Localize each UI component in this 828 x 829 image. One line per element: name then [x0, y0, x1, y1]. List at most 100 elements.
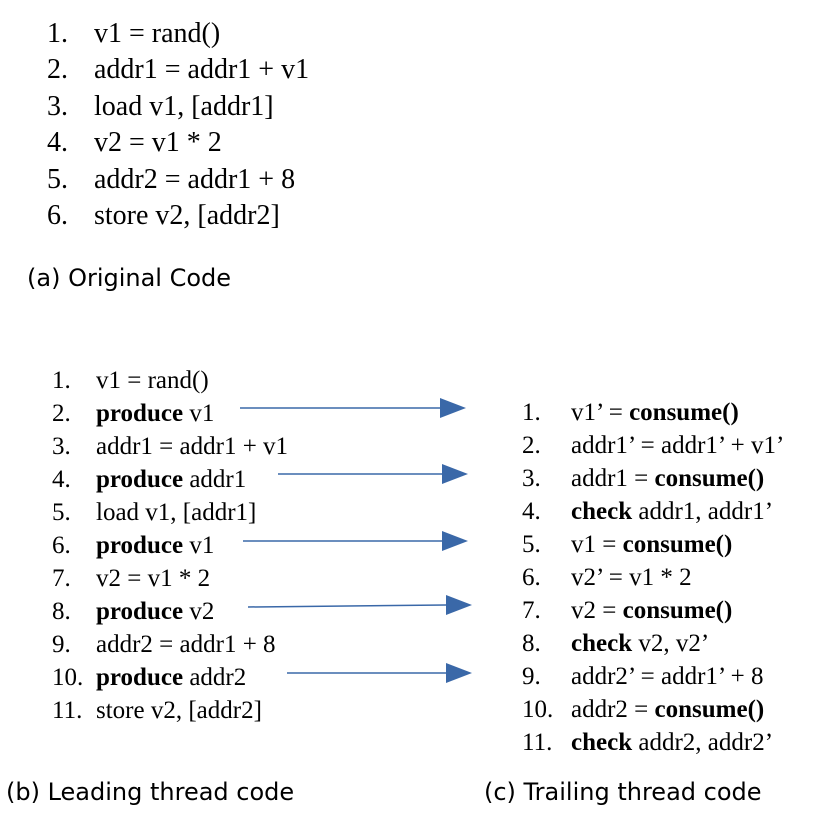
code-text: v1 = rand() [96, 367, 209, 394]
original-line: 2. addr1 = addr1 + v1 [47, 56, 309, 84]
arrow-produce-addr1 [278, 464, 468, 484]
code-text: v1 = rand() [94, 18, 221, 49]
trailing-line: 2. addr1’ = addr1’ + v1’ [522, 433, 784, 458]
produce-keyword: produce [96, 598, 184, 625]
code-text: addr2 [183, 664, 247, 691]
code-text: store v2, [addr2] [96, 697, 262, 724]
line-number: 5. [52, 499, 71, 526]
line-number: 7. [52, 565, 71, 592]
code-text: store v2, [addr2] [94, 200, 280, 231]
line-number: 5. [522, 531, 541, 558]
check-keyword: check [571, 630, 633, 657]
line-number: 4. [47, 127, 68, 158]
line-number: 6. [47, 200, 68, 231]
produce-keyword: produce [96, 466, 184, 493]
original-line: 1. v1 = rand() [47, 20, 220, 48]
code-text: addr2 = [571, 696, 655, 723]
code-text: addr2, addr2’ [632, 729, 774, 756]
line-number: 10. [52, 664, 84, 691]
line-number: 1. [47, 18, 68, 49]
check-keyword: check [571, 729, 633, 756]
line-number: 8. [522, 630, 541, 657]
leading-line: 7. v2 = v1 * 2 [52, 566, 210, 591]
produce-keyword: produce [96, 532, 184, 559]
line-number: 3. [47, 91, 68, 122]
consume-keyword: consume() [654, 465, 765, 492]
leading-line: 9.addr2 = addr1 + 8 [52, 632, 276, 657]
line-number: 3. [522, 465, 541, 492]
leading-line: 1. v1 = rand() [52, 368, 209, 393]
arrow-produce-v1-2 [243, 531, 468, 551]
original-code-caption: (a) Original Code [27, 264, 232, 292]
line-number: 9. [52, 631, 71, 658]
code-text: load v1, [addr1] [96, 499, 257, 526]
code-text: addr1 = addr1 + v1 [94, 54, 310, 85]
original-line: 3. load v1, [addr1] [47, 93, 274, 121]
line-number: 6. [52, 532, 71, 559]
leading-line: 5. load v1, [addr1] [52, 500, 256, 525]
code-text: v2, v2’ [632, 630, 710, 657]
consume-keyword: consume() [654, 696, 765, 723]
trailing-line: 8. check v2, v2’ [522, 631, 709, 656]
arrow-produce-v2 [247, 595, 472, 615]
code-text: v2’ = v1 * 2 [571, 564, 692, 591]
arrow-produce-v1-1 [240, 398, 466, 418]
line-number: 7. [522, 597, 541, 624]
trailing-line: 10. addr2 = consume() [522, 697, 764, 722]
trailing-line: 3. addr1 = consume() [522, 466, 764, 491]
trailing-line: 6. v2’ = v1 * 2 [522, 565, 692, 590]
line-number: 8. [52, 598, 71, 625]
line-number: 6. [522, 564, 541, 591]
trailing-line: 1. v1’ = consume() [522, 400, 739, 425]
leading-line: 4. produce addr1 [52, 467, 246, 492]
code-text: v1 [183, 532, 215, 559]
line-number: 2. [52, 400, 71, 427]
arrow-produce-addr2 [287, 663, 472, 683]
trailing-line: 7. v2 = consume() [522, 598, 732, 623]
line-number: 10. [522, 696, 554, 723]
produce-keyword: produce [96, 400, 184, 427]
leading-line: 6. produce v1 [52, 533, 214, 558]
trailing-line: 9. addr2’ = addr1’ + 8 [522, 664, 763, 689]
consume-keyword: consume() [622, 531, 733, 558]
leading-thread-caption: (b) Leading thread code [6, 778, 295, 806]
original-line: 6. store v2, [addr2] [47, 202, 280, 230]
code-text: v1 = [571, 531, 623, 558]
trailing-line: 5. v1 = consume() [522, 532, 732, 557]
code-text: load v1, [addr1] [94, 91, 274, 122]
leading-line: 8. produce v2 [52, 599, 214, 624]
consume-keyword: consume() [629, 399, 739, 426]
code-text: addr2’ = addr1’ + 8 [571, 663, 764, 690]
code-text: v2 = [571, 597, 623, 624]
trailing-thread-caption: (c) Trailing thread code [484, 778, 762, 806]
code-text: addr1, addr1’ [632, 498, 774, 525]
line-number: 11. [522, 729, 553, 756]
trailing-line: 4.check addr1, addr1’ [522, 499, 773, 524]
code-text: addr1’ = addr1’ + v1’ [571, 432, 785, 459]
line-number: 9. [522, 663, 541, 690]
original-line: 5.addr2 = addr1 + 8 [47, 166, 295, 194]
code-text: v2 = v1 * 2 [96, 565, 211, 592]
leading-line: 11.store v2, [addr2] [52, 698, 262, 723]
original-line: 4. v2 = v1 * 2 [47, 129, 222, 157]
code-text: v1 [183, 400, 215, 427]
code-text: addr1 = [571, 465, 655, 492]
line-number: 1. [52, 367, 71, 394]
trailing-line: 11. check addr2, addr2’ [522, 730, 773, 755]
leading-line: 10. produce addr2 [52, 665, 246, 690]
produce-keyword: produce [96, 664, 184, 691]
line-number: 2. [522, 432, 541, 459]
code-text: addr1 = addr1 + v1 [96, 433, 289, 460]
line-number: 4. [52, 466, 71, 493]
code-text: v2 [183, 598, 215, 625]
code-text: v1’ = [571, 399, 630, 426]
code-text: addr1 [183, 466, 247, 493]
consume-keyword: consume() [622, 597, 733, 624]
line-number: 3. [52, 433, 71, 460]
line-number: 1. [522, 399, 541, 426]
line-number: 5. [47, 164, 68, 195]
code-text: v2 = v1 * 2 [94, 127, 222, 158]
leading-line: 2. produce v1 [52, 401, 214, 426]
line-number: 2. [47, 54, 68, 85]
